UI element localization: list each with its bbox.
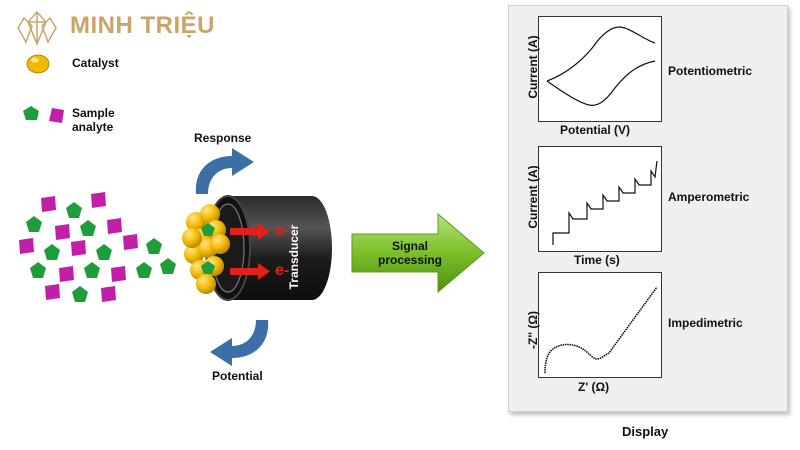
x-axis-label: Z' (Ω) bbox=[578, 380, 610, 394]
analyte-molecule bbox=[101, 286, 116, 302]
electron-label: e- bbox=[275, 222, 290, 239]
analyte-molecule bbox=[45, 284, 60, 300]
analyte-molecule bbox=[96, 244, 112, 260]
potential-arrow-icon bbox=[196, 318, 276, 371]
analyte-molecule bbox=[160, 258, 176, 274]
y-axis-label: Current (A) bbox=[526, 165, 540, 229]
catalyst-particle bbox=[200, 204, 220, 224]
graph-title-impedimetric: Impedimetric bbox=[668, 316, 743, 330]
analyte-molecule bbox=[66, 202, 82, 218]
analyte-molecule bbox=[59, 266, 74, 282]
transducer-label: Transducer bbox=[287, 224, 301, 290]
analyte-cloud bbox=[18, 192, 188, 311]
graph-title-amperometric: Amperometric bbox=[668, 190, 750, 204]
plot-impedimetric bbox=[538, 272, 662, 378]
analyte-molecule bbox=[107, 218, 122, 234]
analyte-molecule bbox=[30, 262, 46, 278]
response-arrow-icon bbox=[188, 148, 268, 205]
analyte-molecule bbox=[19, 238, 34, 254]
analyte-molecule bbox=[84, 262, 100, 278]
x-axis-label: Potential (V) bbox=[560, 123, 631, 137]
analyte-molecule bbox=[91, 192, 106, 208]
electron-label: e- bbox=[275, 262, 290, 279]
analyte-molecule bbox=[123, 234, 138, 250]
bound-analyte bbox=[201, 261, 215, 274]
catalyst-label: Catalyst bbox=[72, 56, 119, 70]
y-axis-label: Current (A) bbox=[526, 35, 540, 99]
analyte-molecule bbox=[71, 240, 86, 256]
plot-potentiometric bbox=[538, 16, 662, 122]
catalyst-icon bbox=[26, 48, 50, 79]
analyte-molecule bbox=[26, 216, 42, 232]
catalyst-particle bbox=[210, 234, 230, 254]
catalyst-particle bbox=[196, 274, 216, 294]
potential-label: Potential bbox=[212, 369, 263, 383]
analyte-molecule bbox=[136, 262, 152, 278]
analyte-molecule bbox=[111, 266, 126, 282]
plot-amperometric bbox=[538, 146, 662, 252]
analyte-icon bbox=[22, 104, 68, 133]
graph-title-potentiometric: Potentiometric bbox=[668, 64, 753, 78]
analyte-label: Sample analyte bbox=[72, 106, 115, 134]
analyte-molecule bbox=[146, 238, 162, 254]
transducer bbox=[172, 184, 342, 319]
x-axis-label: Time (s) bbox=[574, 253, 620, 267]
analyte-molecule bbox=[72, 286, 88, 302]
brand-name: MINH TRIỆU bbox=[70, 12, 215, 39]
analyte-molecule bbox=[41, 196, 56, 212]
bound-analyte bbox=[201, 223, 215, 236]
analyte-molecule bbox=[44, 244, 60, 260]
signal-processing-label: Signal processing bbox=[377, 239, 443, 267]
catalyst-particle bbox=[182, 228, 202, 248]
y-axis-label: -Z'' (Ω) bbox=[526, 311, 540, 349]
brand-logo bbox=[10, 8, 64, 53]
analyte-molecule bbox=[55, 224, 70, 240]
analyte-molecule bbox=[80, 220, 96, 236]
response-label: Response bbox=[194, 131, 252, 145]
display-title: Display bbox=[622, 424, 669, 439]
signal-arrow-icon bbox=[350, 212, 486, 299]
